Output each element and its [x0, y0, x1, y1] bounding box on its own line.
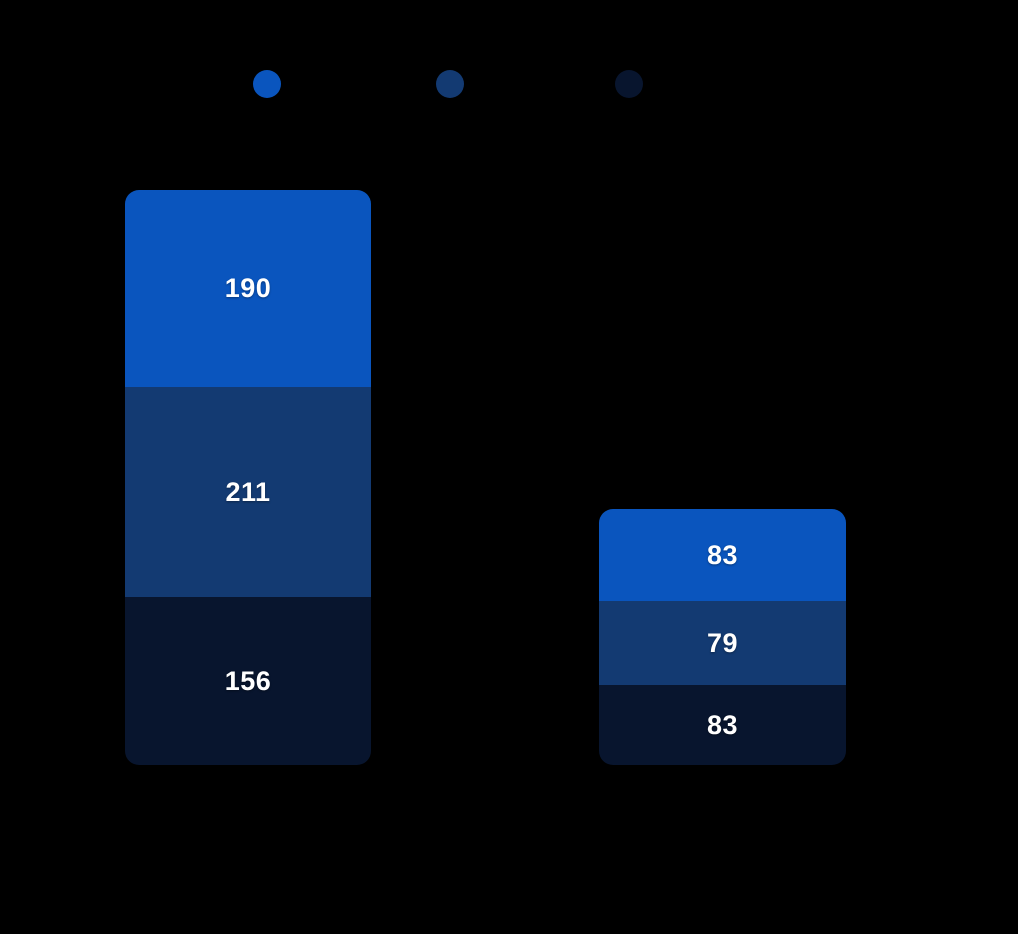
segment-value-label: 79 [706, 627, 739, 658]
segment-value-label: 83 [706, 539, 739, 570]
legend-series-3[interactable] [615, 70, 643, 98]
segment-value-label: 211 [225, 476, 271, 507]
segment-series-1[interactable]: 190 [125, 190, 371, 387]
bar-column-2[interactable]: 83 79 83 [599, 509, 846, 765]
segment-series-2[interactable]: 79 [599, 601, 846, 685]
segment-series-2[interactable]: 211 [125, 387, 371, 597]
legend-series-1[interactable] [253, 70, 281, 98]
chart-legend [0, 0, 1018, 170]
segment-value-label: 83 [706, 709, 739, 740]
segment-value-label: 190 [224, 273, 272, 303]
segment-series-3[interactable]: 156 [125, 597, 371, 765]
bar-column-1[interactable]: 190 211 156 [125, 190, 371, 765]
segment-series-1[interactable]: 83 [599, 509, 846, 601]
legend-swatch-dot-icon [615, 70, 643, 98]
segment-value-label: 156 [224, 665, 272, 696]
segment-series-3[interactable]: 83 [599, 685, 846, 765]
legend-swatch-dot-icon [436, 70, 464, 98]
legend-swatch-dot-icon [253, 70, 281, 98]
legend-series-2[interactable] [436, 70, 464, 98]
